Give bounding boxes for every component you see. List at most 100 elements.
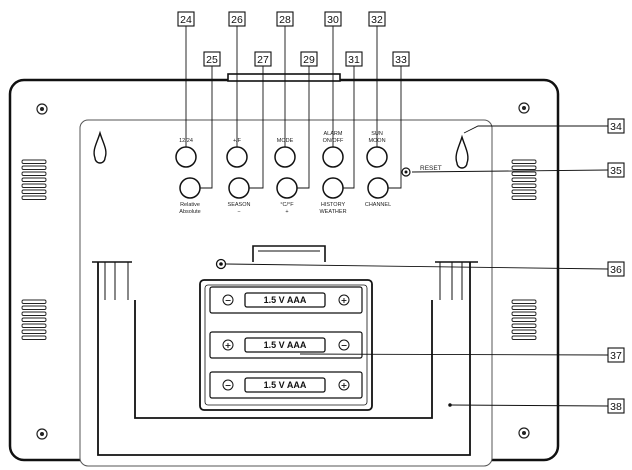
- hanging-hole-left: [93, 130, 107, 164]
- callout-37: 37: [607, 347, 625, 363]
- polarity-ring: [338, 379, 350, 391]
- button-27[interactable]: SEASON−: [228, 177, 251, 215]
- stand-inner-left: [104, 262, 129, 300]
- battery-label: 1.5 V AAA: [264, 340, 307, 350]
- leader-line: [449, 404, 609, 407]
- vent-slots: [511, 159, 537, 200]
- callout-box: [203, 51, 221, 67]
- battery-label: 1.5 V AAA: [264, 295, 307, 305]
- callout-35: 35: [607, 162, 625, 178]
- battery-label: 1.5 V AAA: [264, 380, 307, 390]
- button-25-label: Relative: [180, 202, 200, 208]
- callout-box: [177, 11, 195, 27]
- callout-number: 38: [610, 401, 622, 413]
- button-26-cap[interactable]: [226, 146, 248, 168]
- polarity-ring: [222, 294, 234, 306]
- button-33-cap[interactable]: [367, 177, 389, 199]
- callout-number: 32: [371, 14, 383, 26]
- vent-slot: [21, 335, 47, 340]
- battery-cover-screw: [215, 258, 227, 270]
- button-30-cap[interactable]: [322, 146, 344, 168]
- vent-slot: [511, 159, 537, 164]
- button-25-cap[interactable]: [179, 177, 201, 199]
- button-27-cap[interactable]: [228, 177, 250, 199]
- vent-slot: [511, 311, 537, 316]
- button-33-label: CHANNEL: [365, 202, 391, 208]
- battery-cell: [244, 377, 326, 393]
- button-28-cap[interactable]: [274, 146, 296, 168]
- button-29-cap[interactable]: [276, 177, 298, 199]
- callout-32: 32: [368, 11, 386, 27]
- leader-dot: [448, 403, 452, 407]
- vent-slot: [21, 305, 47, 310]
- button-31-cap[interactable]: [322, 177, 344, 199]
- vent-slot: [21, 171, 47, 176]
- callout-number: 27: [257, 54, 269, 66]
- battery-slot: [209, 331, 363, 359]
- leader-line: [249, 66, 264, 189]
- callout-number: 33: [395, 54, 407, 66]
- stand-frame: [97, 262, 471, 456]
- vent-slot: [21, 311, 47, 316]
- vent-slot: [511, 183, 537, 188]
- button-24-cap[interactable]: [175, 146, 197, 168]
- callout-box: [607, 162, 625, 178]
- callout-box: [607, 118, 625, 134]
- callout-number: 26: [231, 14, 243, 26]
- leader-line: [463, 125, 608, 134]
- callout-number: 36: [610, 264, 622, 276]
- reset-hole: [401, 167, 411, 177]
- button-31-label: HISTORY: [321, 202, 346, 208]
- screw-bottom-right: [518, 427, 530, 439]
- button-33[interactable]: CHANNEL: [365, 177, 391, 208]
- callout-box: [368, 11, 386, 27]
- vent-slot: [511, 195, 537, 200]
- callout-28: 28: [276, 11, 294, 27]
- polarity-sign: −: [341, 341, 348, 350]
- polarity-sign: −: [225, 381, 232, 390]
- callout-box: [607, 398, 625, 414]
- button-32-cap[interactable]: [366, 146, 388, 168]
- callout-box: [392, 51, 410, 67]
- callout-30: 30: [324, 11, 342, 27]
- vent-slot: [511, 189, 537, 194]
- polarity-sign: +: [341, 296, 348, 305]
- leader-line: [343, 66, 355, 189]
- callout-24: 24: [177, 11, 195, 27]
- callout-box: [254, 51, 272, 67]
- callout-34: 34: [607, 118, 625, 134]
- polarity-sign: +: [225, 341, 232, 350]
- screw-top-left: [36, 103, 48, 115]
- screw-top-right: [518, 102, 530, 114]
- vent-slot: [511, 305, 537, 310]
- vent-slots: [511, 299, 537, 340]
- polarity-ring: [222, 379, 234, 391]
- leader-line: [297, 66, 310, 189]
- vent-slot: [511, 329, 537, 334]
- vent-slot: [511, 299, 537, 304]
- polarity-ring: [338, 294, 350, 306]
- stand-arm: [134, 300, 433, 419]
- callout-box: [324, 11, 342, 27]
- callout-number: 25: [206, 54, 218, 66]
- vent-slot: [511, 317, 537, 322]
- leader-line: [388, 66, 402, 189]
- button-25-label: Absolute: [179, 209, 200, 215]
- callout-box: [345, 51, 363, 67]
- vent-slot: [511, 323, 537, 328]
- leader-line: [200, 66, 213, 189]
- vent-slot: [21, 165, 47, 170]
- polarity-ring: [222, 339, 234, 351]
- stand-inner-right: [439, 262, 463, 300]
- vent-slot: [21, 189, 47, 194]
- vent-slot: [511, 335, 537, 340]
- battery: 1.5 V AAA−+: [209, 371, 363, 399]
- battery-cell: [244, 292, 326, 308]
- callout-26: 26: [228, 11, 246, 27]
- vent-slot: [511, 165, 537, 170]
- vent-slot: [21, 329, 47, 334]
- callout-29: 29: [300, 51, 318, 67]
- vent-slot: [21, 183, 47, 188]
- button-31-label: WEATHER: [319, 209, 346, 215]
